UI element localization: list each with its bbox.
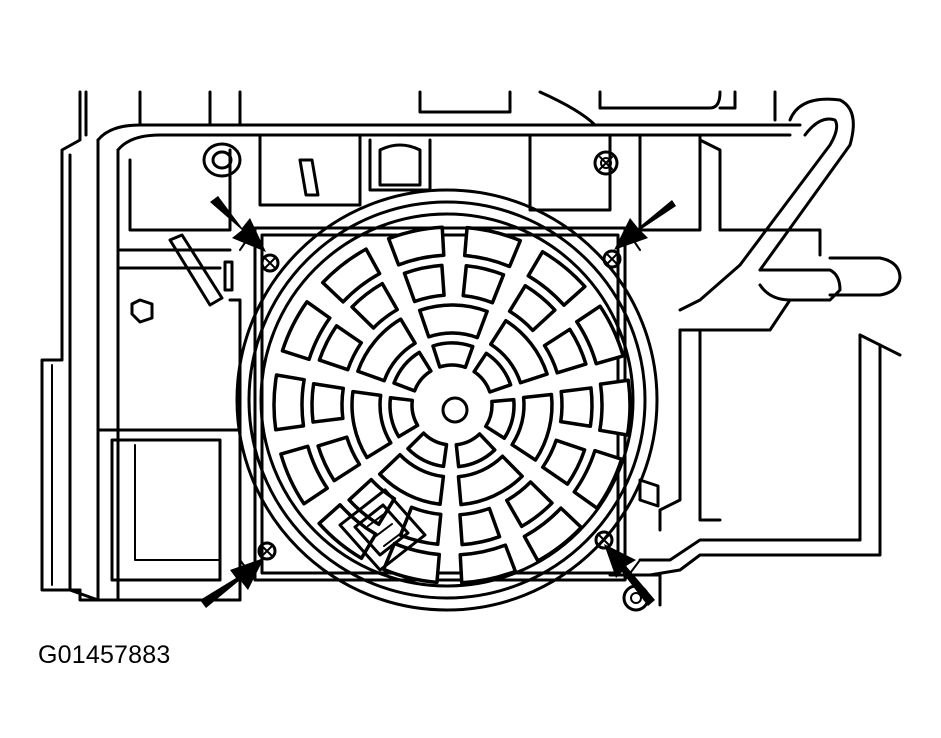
hvac-housing — [40, 90, 902, 612]
grille-slot — [540, 438, 587, 486]
grille-slot — [575, 304, 625, 366]
grille-slot — [317, 324, 364, 372]
grille-slot — [522, 506, 584, 563]
grille-slot — [272, 373, 306, 432]
grille-slot — [377, 453, 446, 507]
grille-slot — [472, 351, 513, 394]
electrical-connector — [338, 488, 427, 572]
grille-slot — [320, 247, 382, 304]
grille-slot — [456, 454, 524, 507]
arrow-top-right — [614, 200, 676, 250]
grille-slot — [406, 431, 449, 469]
grille-slot — [458, 506, 502, 547]
grille-slot — [316, 435, 362, 483]
grille-slot — [310, 382, 346, 424]
grille-slot — [454, 432, 497, 469]
mounting-screw-bottom-left — [257, 541, 277, 561]
grille-slot — [484, 397, 516, 440]
grille-slot — [402, 263, 446, 304]
arrow-bottom-left — [200, 558, 264, 608]
grille-slot — [598, 378, 632, 437]
grille-slot — [507, 283, 557, 333]
grille-slot — [392, 350, 433, 393]
grille-slot — [542, 327, 588, 375]
grille-slot — [386, 225, 446, 267]
grille-slot — [350, 389, 393, 460]
grille-slot — [388, 396, 420, 439]
grille-slot — [350, 281, 399, 330]
grille-slot — [510, 392, 554, 462]
figure-id-label: G01457883 — [38, 641, 171, 669]
grille-slot — [505, 480, 554, 529]
arrow-bottom-right — [604, 544, 655, 606]
grille-slot — [356, 317, 417, 383]
fan-grille — [272, 225, 632, 585]
grille-slot — [462, 225, 523, 269]
grille-slot — [280, 300, 332, 362]
grille-slot — [458, 543, 518, 585]
grille-slot — [461, 263, 506, 305]
grille-slot — [489, 318, 549, 385]
grille-slot — [526, 249, 587, 307]
grille-slot — [279, 444, 329, 506]
grille-slot — [417, 303, 489, 340]
arrow-top-left — [210, 196, 266, 252]
grille-slot — [431, 341, 475, 370]
mounting-screw-top-left — [260, 253, 280, 273]
callout-arrows — [200, 196, 676, 608]
grille-slot — [558, 386, 594, 428]
grille-slot — [572, 448, 624, 510]
